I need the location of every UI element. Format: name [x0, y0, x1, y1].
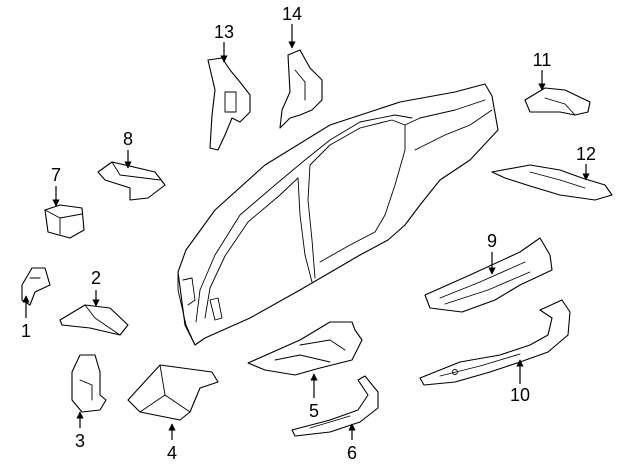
callout-3: 3 — [75, 431, 85, 451]
part-6-rail — [291, 375, 379, 437]
callout-13: 13 — [214, 22, 234, 42]
part-5-floor-panel — [247, 321, 363, 376]
callout-1: 1 — [21, 321, 31, 341]
part-14-pillar-bracket — [279, 49, 323, 129]
callout-7: 7 — [51, 165, 61, 185]
part-13-pillar-bracket — [207, 57, 251, 151]
callout-4: 4 — [167, 443, 177, 463]
callout-10: 10 — [510, 385, 530, 405]
callout-11: 11 — [533, 50, 552, 70]
callout-12: 12 — [576, 144, 596, 164]
part-2-reinforcement — [59, 304, 129, 336]
callout-8: 8 — [123, 129, 133, 149]
part-12-bracket — [491, 164, 613, 201]
callout-9: 9 — [487, 231, 497, 251]
part-9-channel — [424, 237, 553, 313]
part-8-bracket — [97, 161, 166, 201]
callout-labels: 1 2 3 4 5 6 7 8 9 10 11 12 13 14 — [21, 4, 596, 463]
callout-5: 5 — [309, 401, 319, 421]
part-11-bracket — [524, 87, 591, 116]
part-4-panel — [127, 364, 219, 421]
callout-2: 2 — [91, 268, 101, 288]
callout-14: 14 — [282, 4, 302, 24]
part-7-block — [44, 204, 85, 239]
part-10-rail — [419, 299, 571, 386]
leader-lines — [22, 24, 590, 440]
callout-6: 6 — [347, 443, 357, 463]
part-3-bracket — [71, 354, 107, 413]
body-side-panel — [177, 83, 499, 346]
